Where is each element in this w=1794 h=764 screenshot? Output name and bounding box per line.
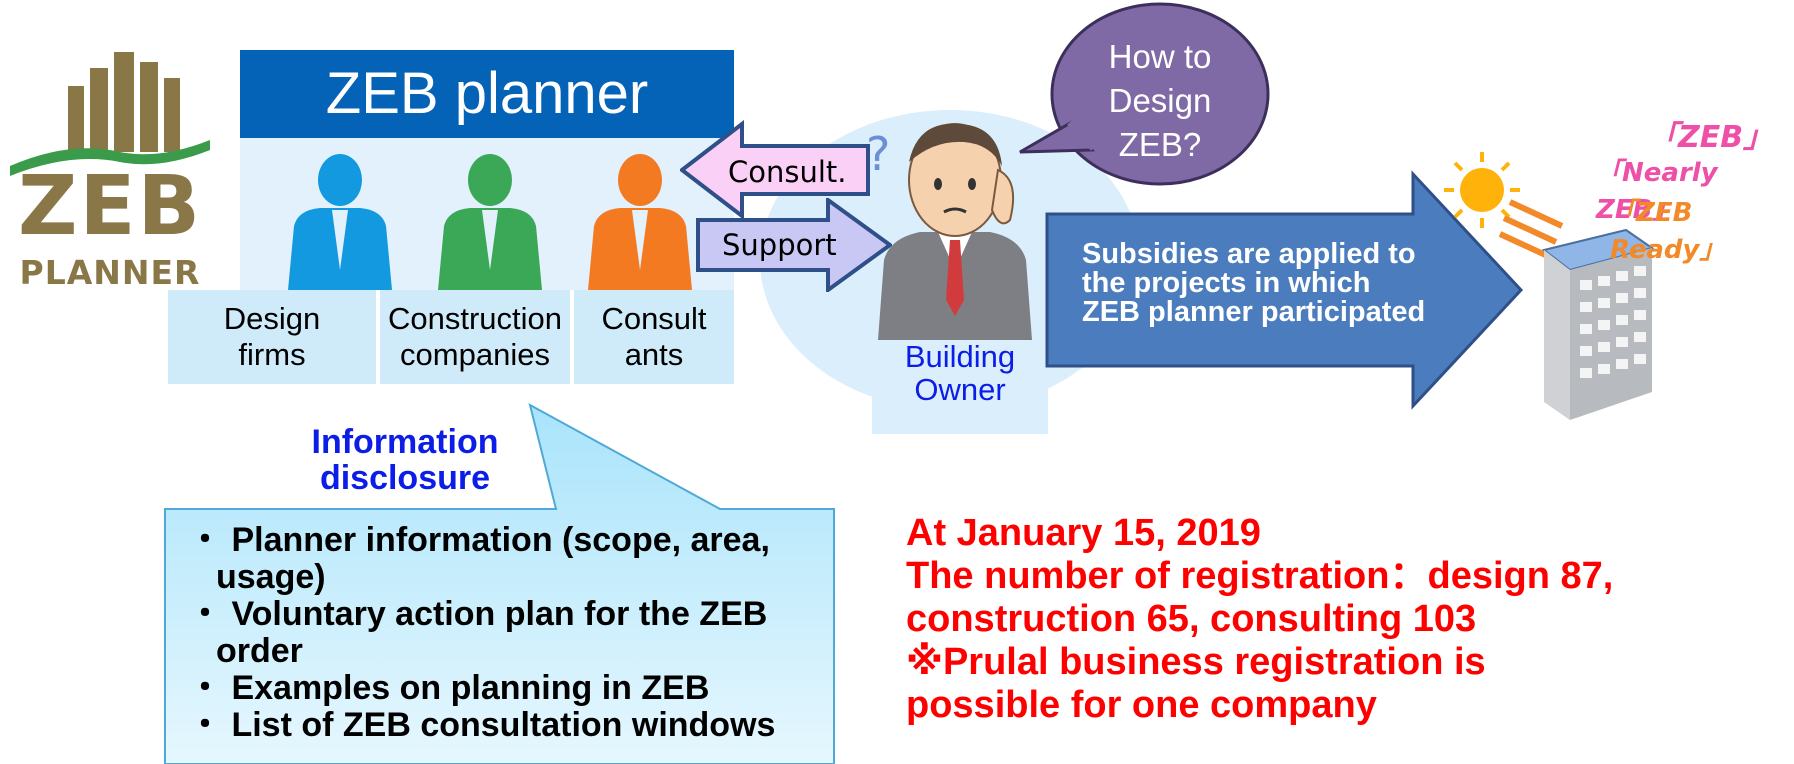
bubble-line: How to: [1108, 38, 1212, 75]
info-disclosure-list: ・ Planner information (scope, area, usag…: [188, 522, 828, 744]
speech-bubble-text: How to Design ZEB?: [1070, 35, 1250, 167]
zeb-planner-header: ZEB planner: [240, 50, 734, 138]
stats-line: ※Prulal business registration is: [906, 641, 1486, 683]
stats-line: The number of registration：design 87,: [906, 555, 1614, 597]
info-disclosure-title: Information disclosure: [290, 424, 520, 496]
role-label-line: Construction: [387, 301, 563, 336]
subsidy-line: ZEB planner participated: [1082, 296, 1426, 328]
zeb-planner-logo: ZEB PLANNER: [10, 48, 210, 292]
role-label-line: firms: [238, 337, 306, 372]
role-label-line: Consult: [601, 301, 707, 336]
role-label-consultants: Consult ants: [574, 290, 734, 384]
info-title-line: Information: [311, 423, 499, 461]
support-arrow-icon: [696, 198, 892, 292]
list-item: ・ Voluntary action plan for the ZEB orde…: [188, 595, 768, 670]
list-item: ・ Examples on planning in ZEB: [188, 669, 710, 707]
logo-zeb-text: ZEB: [18, 159, 202, 254]
role-label-line: Design: [223, 301, 321, 336]
list-item: ・ List of ZEB consultation windows: [188, 706, 776, 744]
zeb-level-label: 「ZEB」: [1648, 120, 1774, 155]
stats-line: construction 65, consulting 103: [906, 598, 1477, 640]
consultant-person-icon: [588, 154, 692, 290]
subsidy-text: Subsidies are applied to the projects in…: [1082, 240, 1482, 327]
sun-icon: [1444, 152, 1520, 228]
registration-stats: At January 15, 2019 The number of regist…: [906, 512, 1786, 727]
worried-owner-icon: ?: [866, 123, 1032, 340]
logo-planner-text: PLANNER: [19, 253, 201, 292]
zeb-level-label: 「Nearly ZEB」: [1596, 158, 1718, 225]
support-label: Support: [722, 228, 837, 262]
zeb-planner-title: ZEB planner: [325, 61, 649, 126]
list-item: ・ Planner information (scope, area, usag…: [188, 521, 770, 596]
speech-bubble-icon: [1019, 2, 1270, 186]
bubble-line: ZEB?: [1118, 126, 1202, 163]
stats-line: At January 15, 2019: [906, 512, 1261, 554]
info-callout-shape: [164, 403, 835, 764]
owner-label-line: Owner: [914, 372, 1006, 407]
stats-line: possible for one company: [906, 684, 1377, 726]
info-title-line: disclosure: [319, 459, 491, 497]
role-label-line: companies: [400, 337, 550, 372]
designer-person-icon: [288, 154, 392, 290]
subsidy-line: the projects in which: [1082, 267, 1371, 299]
owner-label-line: Building: [904, 339, 1016, 374]
svg-text:?: ?: [866, 127, 890, 181]
constructor-person-icon: [438, 154, 542, 290]
subsidy-line: Subsidies are applied to: [1082, 238, 1416, 270]
zeb-building-icon: [1444, 152, 1655, 420]
role-label-line: ants: [624, 337, 684, 372]
consult-label: Consult.: [728, 155, 847, 189]
bubble-line: Design: [1108, 82, 1212, 119]
city-skyline-icon: [10, 52, 210, 176]
subsidy-arrow-icon: [1045, 170, 1524, 410]
consult-arrow-icon: [680, 120, 870, 220]
role-label-design-firms: Design firms: [168, 290, 376, 384]
zeb-level-label: 「ZEB Ready」: [1610, 198, 1726, 265]
building-owner-label: Building Owner: [872, 340, 1048, 434]
role-label-construction-companies: Construction companies: [380, 290, 570, 384]
